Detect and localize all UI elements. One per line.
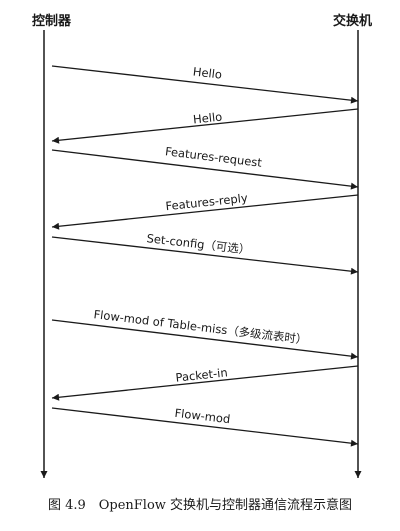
message-label: Flow-mod of Table-miss（多级流表时） xyxy=(93,307,308,347)
message-arrow xyxy=(51,108,359,144)
participant-switch-label: 交换机 xyxy=(333,14,373,29)
message-arrow xyxy=(51,194,359,230)
message-arrow xyxy=(51,407,359,447)
message-label: Packet-in xyxy=(175,365,228,384)
message-label: Set-config（可选） xyxy=(146,231,251,257)
message-label: Flow-mod xyxy=(174,406,231,426)
message-label: Features-reply xyxy=(165,191,249,214)
message-label: Hello xyxy=(192,110,222,127)
participant-controller-label: 控制器 xyxy=(32,14,72,29)
message-label: Features-request xyxy=(164,144,263,170)
message-arrow xyxy=(51,149,359,190)
message-arrow xyxy=(51,236,359,275)
figure-caption: 图 4.9 OpenFlow 交换机与控制器通信流程示意图 xyxy=(47,498,353,513)
message-arrow xyxy=(51,319,359,360)
message-arrow xyxy=(51,65,359,104)
message-label: Hello xyxy=(192,64,223,81)
message-group: HelloHelloFeatures-requestFeatures-reply… xyxy=(51,64,359,447)
message-arrow xyxy=(51,365,359,401)
